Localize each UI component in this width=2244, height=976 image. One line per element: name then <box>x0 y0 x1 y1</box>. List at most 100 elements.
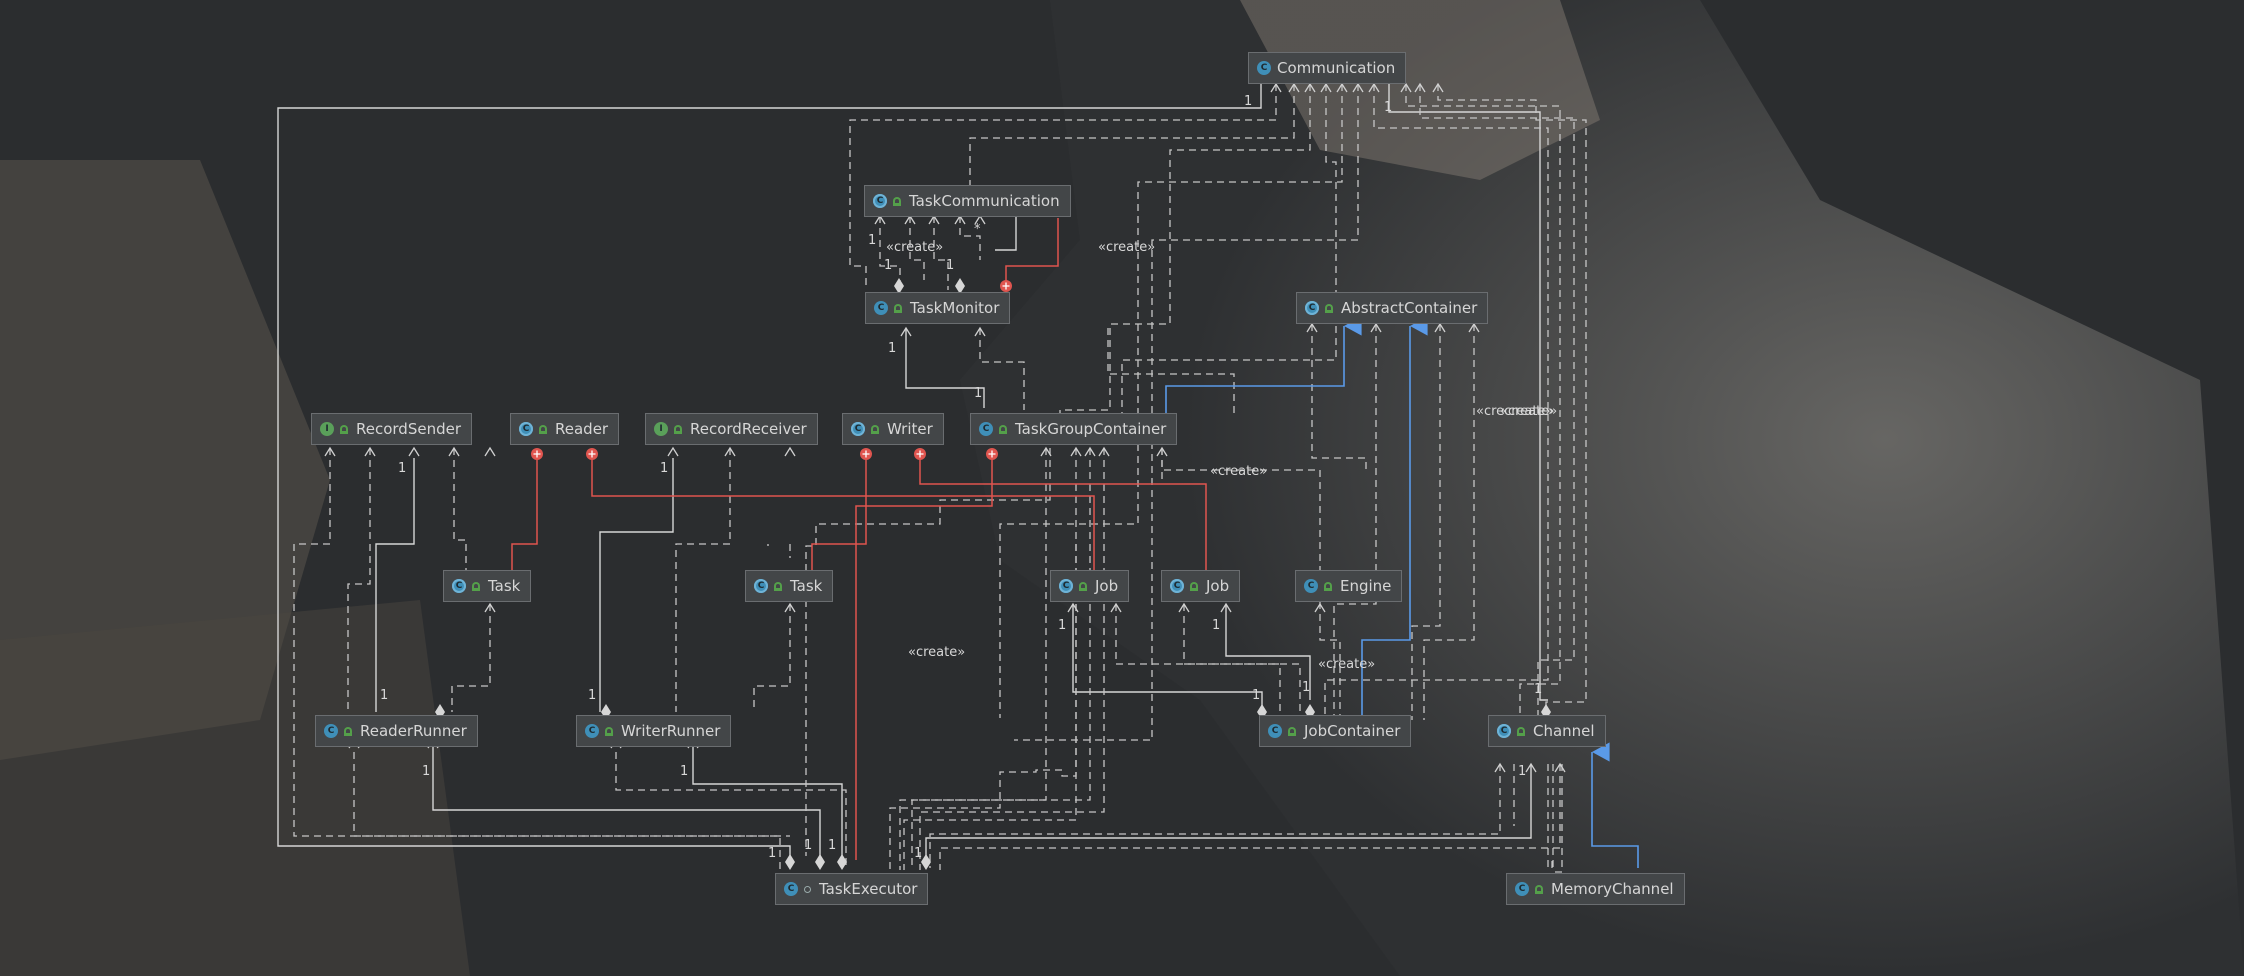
multiplicity-label: 1 <box>1244 94 1252 109</box>
abstract-class-icon: C <box>754 579 768 593</box>
node-label: RecordReceiver <box>690 414 807 444</box>
interface-icon: I <box>654 422 668 436</box>
public-lock-icon <box>893 197 901 206</box>
open-arrowhead <box>668 448 678 456</box>
composition-diamond <box>837 854 847 870</box>
public-lock-icon <box>1535 885 1543 894</box>
multiplicity-label: 1 <box>1534 682 1542 697</box>
reader-task-node[interactable]: C Task <box>443 570 531 602</box>
create-label: «create» <box>1210 464 1267 479</box>
job-container-node[interactable]: C JobContainer <box>1259 715 1411 747</box>
writer-job-node[interactable]: CJob <box>1161 570 1240 602</box>
multiplicity-label: 1 <box>380 688 388 703</box>
multiplicity-label: 1 <box>768 846 776 861</box>
node-label: Reader <box>555 414 608 444</box>
inner-class-lines <box>512 218 1206 860</box>
multiplicity-label: 1 <box>588 688 596 703</box>
writer-node[interactable]: CWriter <box>842 413 944 445</box>
inner-class-marker <box>860 448 872 460</box>
node-label: WriterRunner <box>621 716 720 746</box>
multiplicity-label: 1 <box>974 386 982 401</box>
abstract-class-icon: C <box>1170 579 1184 593</box>
public-lock-icon <box>999 425 1007 434</box>
multiplicity-label: 1 <box>888 341 896 356</box>
reader-job-node[interactable]: CJob <box>1050 570 1129 602</box>
create-label: «create» <box>1318 657 1375 672</box>
writer-runner-node[interactable]: CWriterRunner <box>576 715 731 747</box>
node-label: JobContainer <box>1304 716 1400 746</box>
class-icon: C <box>324 724 338 738</box>
abstract-container-node[interactable]: CAbstractContainer <box>1296 292 1488 324</box>
class-icon: C <box>1515 882 1529 896</box>
public-lock-icon <box>605 727 613 736</box>
interface-icon: I <box>320 422 334 436</box>
multiplicity-label: 1 <box>1212 618 1220 633</box>
public-lock-icon <box>539 425 547 434</box>
create-label: «create» <box>886 240 943 255</box>
inner-class-marker <box>531 448 543 460</box>
class-icon: C <box>1304 579 1318 593</box>
multiplicity-many-label: * <box>974 222 981 237</box>
node-label: RecordSender <box>356 414 461 444</box>
communication-node[interactable]: CCommunication <box>1248 52 1406 84</box>
node-label: TaskExecutor <box>819 874 917 904</box>
create-label: «create» <box>1500 404 1557 419</box>
public-lock-icon <box>472 582 480 591</box>
multiplicity-label: 1 <box>660 461 668 476</box>
writer-task-node[interactable]: CTask <box>745 570 833 602</box>
inner-class-marker <box>914 448 926 460</box>
public-lock-icon <box>1288 727 1296 736</box>
node-label: TaskMonitor <box>910 293 999 323</box>
multiplicity-label: 1 <box>1058 618 1066 633</box>
node-label: TaskGroupContainer <box>1015 414 1166 444</box>
multiplicity-label: 1 <box>1252 688 1260 703</box>
class-icon: C <box>784 882 798 896</box>
multiplicity-label: 1 <box>680 764 688 779</box>
task-monitor-node[interactable]: C TaskMonitor <box>865 292 1010 324</box>
inner-class-marker <box>1000 280 1012 292</box>
abstract-class-icon: C <box>1059 579 1073 593</box>
class-icon: C <box>1257 61 1271 75</box>
channel-node[interactable]: CChannel <box>1488 715 1606 747</box>
memory-channel-node[interactable]: CMemoryChannel <box>1506 873 1685 905</box>
node-label: Task <box>488 571 520 601</box>
node-label: AbstractContainer <box>1341 293 1477 323</box>
inner-class-marker <box>586 448 598 460</box>
engine-node[interactable]: C Engine <box>1295 570 1402 602</box>
public-lock-icon <box>340 425 348 434</box>
class-icon: C <box>874 301 888 315</box>
node-label: TaskCommunication <box>909 186 1060 216</box>
abstract-class-icon: C <box>452 579 466 593</box>
record-receiver-node[interactable]: I RecordReceiver <box>645 413 818 445</box>
class-icon: C <box>979 422 993 436</box>
public-lock-icon <box>1325 304 1333 313</box>
reader-runner-node[interactable]: CReaderRunner <box>315 715 478 747</box>
task-group-container-node[interactable]: C TaskGroupContainer <box>970 413 1177 445</box>
task-executor-node[interactable]: C TaskExecutor <box>775 873 928 905</box>
create-label: «create» <box>908 645 965 660</box>
abstract-class-icon: C <box>1497 724 1511 738</box>
reader-node[interactable]: CReader <box>510 413 619 445</box>
public-lock-icon <box>1190 582 1198 591</box>
composition-diamond <box>785 854 795 870</box>
public-lock-icon <box>1517 727 1525 736</box>
multiplicity-label: 1 <box>828 838 836 853</box>
open-arrowhead <box>785 448 795 456</box>
record-sender-node[interactable]: I RecordSender <box>311 413 472 445</box>
public-lock-icon <box>674 425 682 434</box>
open-arrowhead <box>485 448 495 456</box>
task-communication-node[interactable]: C TaskCommunication <box>864 185 1071 217</box>
multiplicity-label: 1 <box>1518 764 1526 779</box>
open-arrowhead <box>409 448 419 456</box>
public-lock-icon <box>774 582 782 591</box>
multiplicity-label: 1 <box>422 764 430 779</box>
multiplicity-label: 1 <box>946 258 954 273</box>
composition-diamond <box>815 854 825 870</box>
class-icon: C <box>1268 724 1282 738</box>
public-lock-icon <box>1079 582 1087 591</box>
abstract-class-icon: C <box>873 194 887 208</box>
multiplicity-label: 1 <box>884 258 892 273</box>
node-label: Engine <box>1340 571 1391 601</box>
multiplicity-label: 1 <box>914 846 922 861</box>
